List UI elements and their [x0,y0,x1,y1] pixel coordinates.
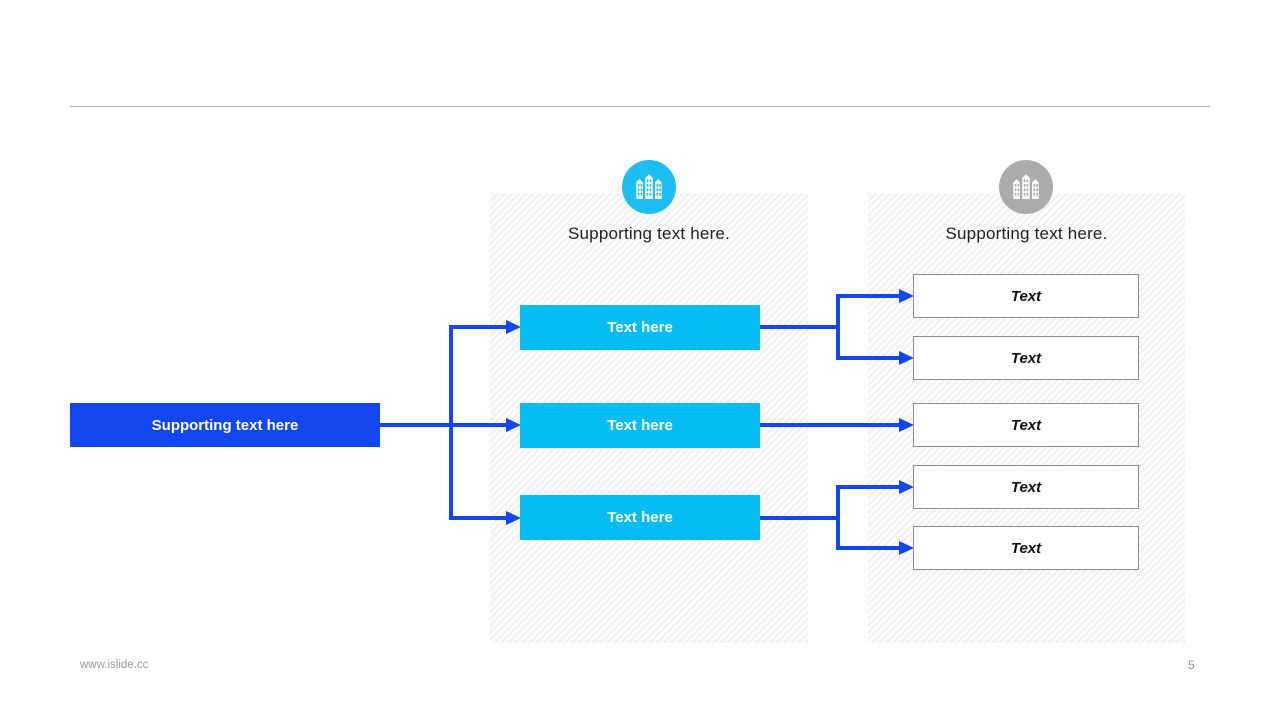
footer-website-link[interactable]: www.islide.cc [80,659,149,671]
root-node[interactable]: Supporting text here [70,403,380,447]
level-2-node[interactable]: Text here [520,403,760,448]
page-number: 5 [1188,658,1195,672]
level-3-node[interactable]: Text [913,526,1139,570]
level-3-node[interactable]: Text [913,274,1139,318]
level-3-circle-badge [999,160,1053,214]
level-3-node[interactable]: Text [913,336,1139,380]
level-2-circle-badge [622,160,676,214]
buildings-icon [631,169,667,205]
buildings-icon [1008,169,1044,205]
level-3-node[interactable]: Text [913,403,1139,447]
level-2-node[interactable]: Text here [520,305,760,350]
level-2-node[interactable]: Text here [520,495,760,540]
top-divider-line [70,106,1210,107]
level-3-node[interactable]: Text [913,465,1139,509]
level-2-title: Supporting text here. [567,224,731,243]
level-3-title: Supporting text here. [945,224,1108,243]
